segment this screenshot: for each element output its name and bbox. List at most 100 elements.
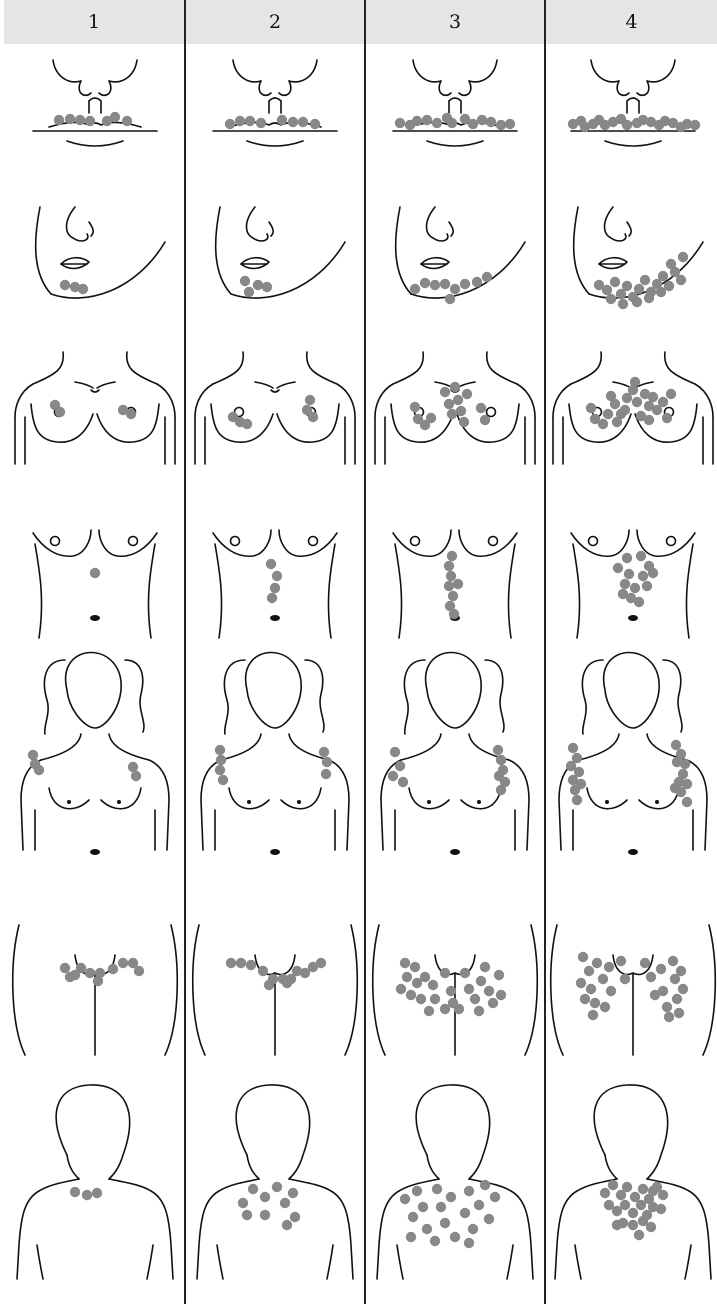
- hair-spot: [225, 119, 235, 129]
- hair-spot: [493, 745, 503, 755]
- hair-spot: [480, 415, 490, 425]
- hair-spot: [496, 990, 506, 1000]
- hair-spot: [395, 761, 405, 771]
- body-outline-stroke: [109, 734, 149, 760]
- body-outline-stroke: [307, 352, 337, 384]
- hair-spot: [644, 415, 654, 425]
- body-outline-stroke: [517, 384, 535, 417]
- hair-spot: [272, 1182, 282, 1192]
- body-outline-stroke: [217, 1245, 223, 1279]
- hair-spot: [236, 958, 246, 968]
- body-outline-stroke: [157, 384, 175, 417]
- body-outline-stroke: [627, 98, 639, 101]
- upper-back-outline: [197, 1085, 353, 1279]
- chest-panel-grade-4: [548, 322, 717, 502]
- hair-spot: [245, 116, 255, 126]
- body-outline-stroke: [647, 60, 675, 82]
- chin-spots: [410, 272, 492, 304]
- abdomen-outline: [33, 530, 157, 638]
- hair-spot: [253, 280, 263, 290]
- thighs-panel-grade-1: [10, 895, 180, 1075]
- hair-spot: [310, 119, 320, 129]
- body-outline-stroke: [149, 760, 169, 850]
- hair-spot: [444, 581, 454, 591]
- column-divider: [544, 0, 546, 1304]
- hair-spot: [636, 551, 646, 561]
- chest-panel-grade-3: [370, 322, 540, 502]
- hair-spot: [618, 589, 628, 599]
- hair-spot: [420, 278, 430, 288]
- body-outline-stroke: [75, 382, 93, 388]
- arms-underarms-spots: [388, 745, 510, 795]
- hair-spot: [260, 1210, 270, 1220]
- hair-spot: [430, 1236, 440, 1246]
- hair-spot: [55, 407, 65, 417]
- hair-spot: [598, 974, 608, 984]
- body-outline-stroke: [487, 352, 517, 384]
- hair-spot: [408, 1212, 418, 1222]
- body-outline-stroke: [373, 925, 385, 1055]
- body-outline-stroke: [109, 60, 137, 82]
- body-outline-stroke: [224, 660, 245, 734]
- hair-spot: [662, 1002, 672, 1012]
- body-outline-stroke: [33, 352, 63, 384]
- body-outline-stroke: [613, 382, 631, 388]
- chin-spots: [60, 280, 88, 294]
- chin-spots: [594, 252, 688, 309]
- hair-spot: [640, 958, 650, 968]
- hair-spot: [410, 284, 420, 294]
- chest-outline: [195, 352, 355, 464]
- body-outline-stroke: [507, 1245, 513, 1279]
- hair-spot: [642, 581, 652, 591]
- hair-spot: [246, 960, 256, 970]
- hair-spot: [280, 1198, 290, 1208]
- body-outline-stroke: [449, 222, 453, 236]
- hair-spot: [666, 389, 676, 399]
- chin-outline: [36, 207, 165, 298]
- body-outline-stroke: [637, 530, 695, 556]
- hair-spot: [34, 765, 44, 775]
- body-outline-stroke: [213, 352, 243, 384]
- hair-spot: [584, 966, 594, 976]
- hair-spot: [110, 112, 120, 122]
- thighs-panel-grade-3: [370, 895, 540, 1075]
- hair-spot: [226, 958, 236, 968]
- hair-spot: [440, 968, 450, 978]
- hair-spot: [474, 1200, 484, 1210]
- body-outline-stroke: [663, 660, 682, 732]
- hair-spot: [613, 563, 623, 573]
- chest-outline: [553, 352, 713, 464]
- hair-spot: [436, 1202, 446, 1212]
- abdomen-panel-grade-2: [190, 488, 360, 668]
- nipple-ring: [51, 537, 60, 546]
- hair-spot: [272, 571, 282, 581]
- body-outline-stroke: [637, 81, 649, 95]
- hair-spot: [447, 118, 457, 128]
- hair-spot: [400, 1194, 410, 1204]
- body-outline-stroke: [396, 207, 411, 294]
- hair-spot: [476, 976, 486, 986]
- upper-lip-spots: [568, 114, 700, 132]
- hair-spot: [440, 1004, 450, 1014]
- body-outline-stroke: [459, 530, 517, 556]
- body-outline-stroke: [413, 60, 441, 82]
- hair-spot: [600, 1188, 610, 1198]
- hair-spot: [456, 406, 466, 416]
- body-outline-stroke: [695, 384, 713, 417]
- chest-outline: [375, 352, 535, 464]
- hair-spot: [658, 1190, 668, 1200]
- chest-panel-grade-1: [10, 322, 180, 502]
- hair-spot: [78, 284, 88, 294]
- nipple-ring: [309, 537, 318, 546]
- abdomen-spots: [613, 551, 658, 607]
- hair-spot: [678, 984, 688, 994]
- hair-spot: [266, 559, 276, 569]
- chin-spots: [240, 276, 272, 297]
- hair-spot: [395, 118, 405, 128]
- body-outline-stroke: [35, 544, 42, 638]
- hair-spot: [474, 1006, 484, 1016]
- body-outline-stroke: [15, 384, 33, 417]
- body-outline-stroke: [582, 660, 603, 734]
- body-outline-stroke: [411, 242, 525, 298]
- chest-spots: [586, 377, 676, 429]
